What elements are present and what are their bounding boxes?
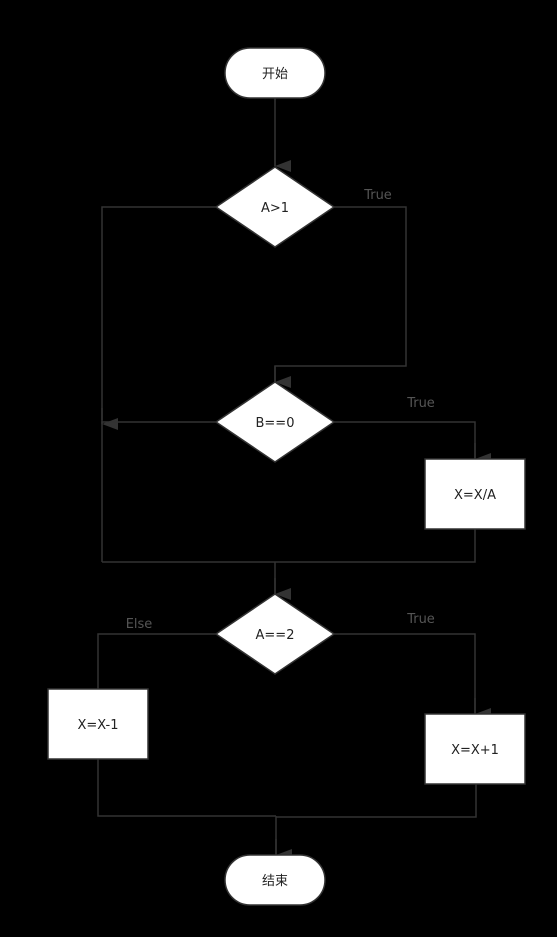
edge-b-true [334, 421, 476, 459]
process-x-minus-1 [47, 688, 149, 760]
edge-a2-true [334, 633, 476, 714]
edge-a2-else [97, 633, 216, 689]
edge-label-b-true: True [406, 396, 435, 411]
edge-inc-merge [276, 784, 477, 818]
decision-b-eq-0 [214, 381, 336, 463]
start-node [224, 47, 326, 99]
edge-b-false [101, 421, 216, 562]
process-x-div-a [424, 458, 526, 530]
process-x-minus-1-label: X=X-1 [77, 718, 118, 733]
edge-div-merge [102, 529, 476, 563]
decision-b-eq-0-label: B==0 [256, 416, 295, 431]
edge-label-a2-true: True [406, 612, 435, 627]
edge-a-false [101, 206, 216, 420]
end-label: 结束 [262, 874, 288, 889]
process-x-plus-1-label: X=X+1 [451, 743, 499, 758]
edges [97, 98, 491, 861]
edge-label-a-true: True [363, 188, 392, 203]
start-label: 开始 [262, 67, 288, 82]
edge-label-a2-else: Else [126, 617, 153, 632]
process-x-plus-1 [424, 713, 526, 785]
decision-a-gt-1 [214, 166, 336, 248]
decision-a-gt-1-label: A>1 [261, 201, 289, 216]
decision-a-eq-2 [214, 593, 336, 675]
process-x-div-a-label: X=X/A [454, 488, 496, 503]
nodes [47, 47, 526, 906]
end-node [224, 854, 326, 906]
edge-dec-merge [97, 759, 276, 817]
decision-a-eq-2-label: A==2 [256, 628, 295, 643]
